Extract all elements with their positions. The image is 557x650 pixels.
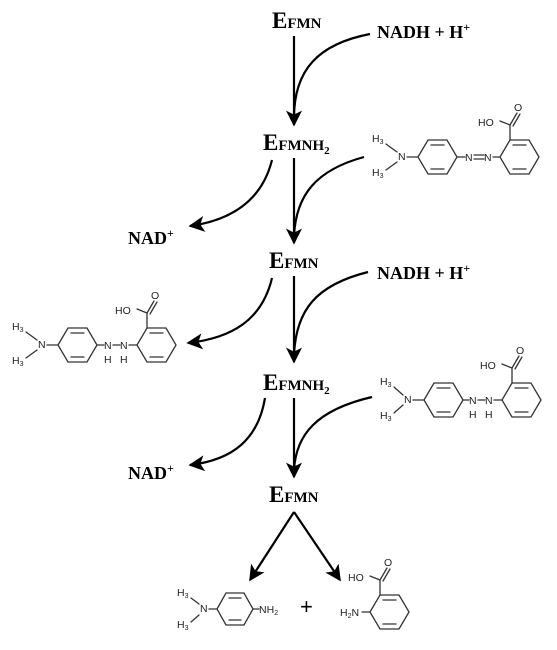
svg-text:H3: H3	[372, 133, 384, 146]
svg-text:O: O	[514, 102, 522, 114]
svg-text:O: O	[516, 345, 524, 357]
product-dimethylphenylenediamine: H3 H3 N NH2	[177, 587, 278, 632]
svg-text:N: N	[469, 395, 477, 407]
enzyme-efmn-3: EFMN	[269, 482, 319, 507]
arrow-nad-out-1	[188, 159, 274, 232]
arrow-nadh-in-1	[292, 32, 371, 119]
cofactor-nadh-1: NADH + H+	[377, 20, 470, 42]
cofactor-nad-1: NAD+	[128, 226, 174, 248]
arrow-substrate-in-2	[292, 395, 373, 471]
svg-text:N: N	[104, 340, 112, 352]
svg-text:H3: H3	[12, 321, 24, 334]
svg-text:N: N	[465, 152, 473, 164]
svg-text:N: N	[200, 603, 208, 615]
arrow-nadh-in-2	[292, 270, 369, 356]
svg-text:HO: HO	[115, 305, 131, 317]
product-anthranilic-acid: HO O H2N	[340, 557, 410, 630]
svg-text:H2N: H2N	[340, 607, 359, 620]
svg-text:O: O	[384, 557, 392, 569]
arrow-hydrazo-out	[186, 277, 274, 350]
svg-text:N: N	[404, 394, 412, 406]
enzyme-efmnh2-2: EFMNH2	[263, 370, 330, 397]
svg-text:H3: H3	[380, 410, 392, 423]
hydrazo-structure-right: H3 H3 N N H N H HO O	[380, 345, 542, 423]
product-plus: +	[300, 594, 313, 619]
svg-text:H: H	[104, 354, 112, 366]
svg-text:H3: H3	[177, 587, 189, 600]
arrow-product-right	[293, 511, 341, 582]
svg-text:H3: H3	[177, 619, 189, 632]
svg-text:HO: HO	[348, 572, 364, 584]
svg-text:N: N	[38, 339, 46, 351]
svg-text:N: N	[485, 395, 493, 407]
enzyme-efmn-1: EFMN	[272, 8, 322, 33]
svg-text:N: N	[398, 151, 406, 163]
svg-text:HO: HO	[480, 360, 496, 372]
cofactor-nad-2: NAD+	[128, 461, 174, 483]
svg-text:H3: H3	[372, 167, 384, 180]
svg-text:N: N	[120, 340, 128, 352]
hydrazo-structure-left: H3 H3 N N H N H HO O	[12, 290, 177, 368]
svg-text:H: H	[120, 354, 128, 366]
svg-text:N: N	[484, 152, 492, 164]
arrow-product-left	[249, 511, 295, 582]
cofactor-nadh-2: NADH + H+	[377, 261, 470, 283]
svg-text:NH2: NH2	[259, 604, 278, 617]
enzyme-efmn-2: EFMN	[269, 248, 319, 273]
arrow-nad-out-2	[188, 397, 267, 472]
svg-text:H: H	[485, 409, 493, 421]
svg-text:HO: HO	[478, 117, 494, 129]
svg-text:H: H	[469, 409, 477, 421]
enzyme-efmnh2-1: EFMNH2	[263, 130, 330, 157]
svg-text:H3: H3	[12, 355, 24, 368]
methyl-red-structure: H3 H3 N N N HO O	[372, 102, 540, 180]
arrow-substrate-in-1	[292, 155, 365, 237]
svg-text:H3: H3	[380, 376, 392, 389]
svg-text:O: O	[151, 290, 159, 302]
